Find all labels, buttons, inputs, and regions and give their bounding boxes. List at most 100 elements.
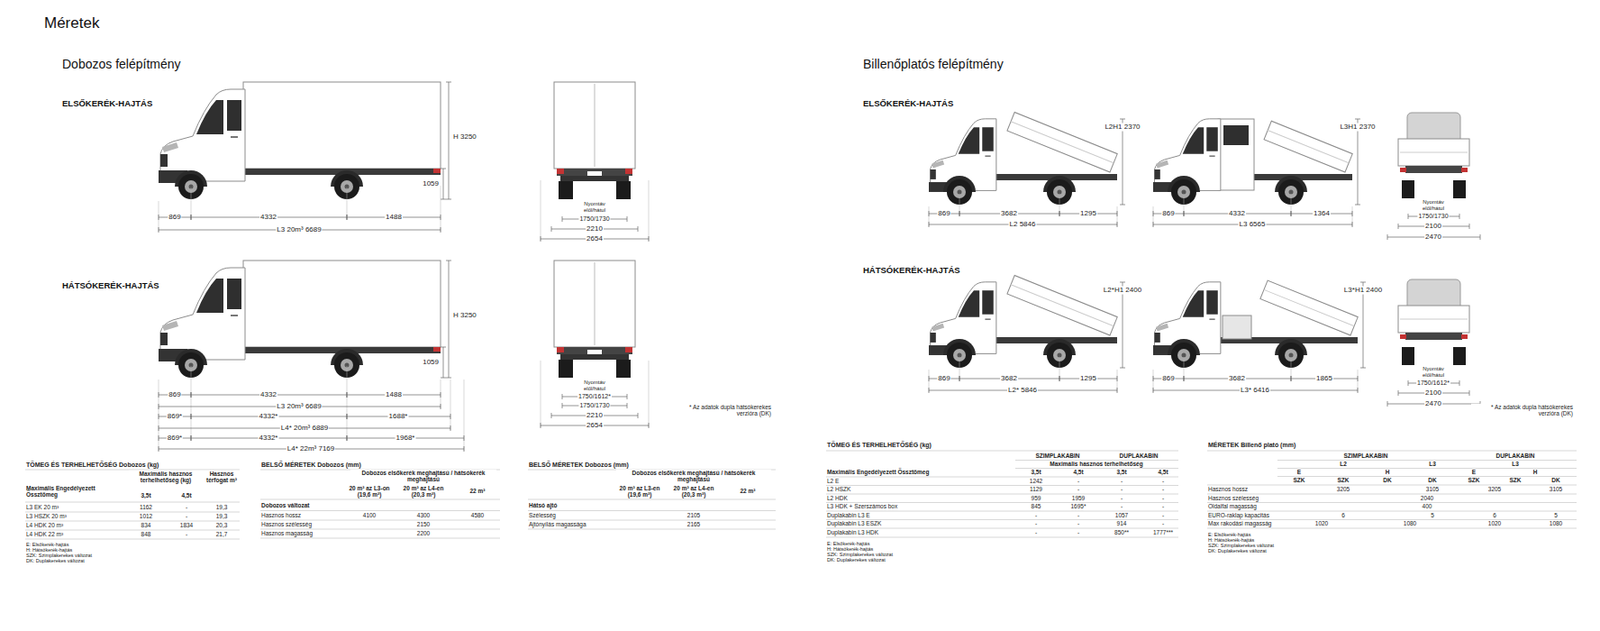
spec-label: 1488: [384, 213, 403, 222]
dimension-tick: [928, 221, 930, 228]
cargo-box: [243, 260, 441, 347]
bumper: [560, 175, 629, 182]
spec-label: 3,5t: [1029, 468, 1042, 475]
spec-label: DK: [1550, 476, 1561, 483]
spec-label: 2654: [585, 235, 604, 244]
spec-label: BELSŐ MÉRETEK Dobozos (mm): [260, 461, 363, 469]
cargo-box: [243, 81, 441, 169]
spec-label: 1750/1730: [1417, 212, 1449, 220]
dimension-tick: [346, 391, 348, 398]
dimension-tick: [1480, 234, 1482, 240]
dimension-tick: [158, 391, 160, 398]
extension-line: [158, 379, 160, 451]
dimension-tick: [1469, 223, 1471, 229]
table-rule: [826, 510, 1179, 512]
section-heading: HÁTSÓKERÉK-HAJTÁS: [61, 281, 161, 291]
table-rule: [826, 493, 1179, 495]
cargo-box: [554, 260, 636, 347]
spec-label: Szélesség: [527, 511, 557, 519]
spec-label: 2165: [686, 520, 701, 528]
spec-label: 1834: [179, 521, 194, 528]
extension-line: [440, 185, 442, 232]
dimension-tick: [1119, 281, 1126, 283]
rear-light: [625, 346, 633, 353]
spec-label: Duplakabin L3 HDK: [826, 528, 880, 536]
spec-label: DK: Duplakerekes változat: [826, 556, 887, 563]
extension-line: [346, 365, 348, 440]
dimension-tick: [1354, 204, 1361, 206]
spec-label: 3,5t: [1115, 468, 1128, 475]
rear-light: [556, 168, 564, 174]
dimension-tick: [648, 236, 650, 242]
spec-label: MÉRETEK Billenő plató (mm): [1207, 441, 1297, 449]
door-handle: [230, 314, 238, 317]
spec-label: 3682: [1000, 209, 1019, 219]
dimension-tick: [540, 422, 542, 428]
dimension-tick: [1352, 210, 1354, 217]
table-rule: [1207, 527, 1577, 529]
dimension-tick: [346, 413, 348, 419]
dimension-tick: [158, 227, 160, 233]
spec-label: 1750/1612*: [577, 392, 612, 400]
spec-label: 1777***: [1152, 528, 1174, 536]
spec-label: 845: [1030, 502, 1043, 510]
spec-label: Max rakodási magasság: [1207, 519, 1273, 527]
spec-label: 959: [1030, 494, 1043, 501]
spec-label: BELSŐ MÉRETEK Dobozos (mm): [527, 461, 630, 469]
spec-label: 3105: [1425, 485, 1440, 492]
spec-label: L3: [1510, 460, 1520, 467]
hub: [957, 190, 963, 195]
spec-label: -: [1034, 528, 1038, 536]
extension-line: [190, 187, 192, 219]
hub: [1289, 353, 1294, 358]
spec-label: 2105: [686, 511, 701, 519]
extension-line: [540, 180, 542, 241]
spec-label: 1020: [1487, 519, 1502, 527]
dimension-tick: [463, 445, 465, 452]
dimension-line: [1122, 281, 1124, 368]
extension-line: [463, 379, 465, 451]
dimension-tick: [346, 214, 348, 220]
table-rule: [527, 499, 776, 500]
dimension-tick: [1153, 387, 1155, 393]
dimension-tick: [1059, 375, 1061, 382]
headlight: [931, 160, 945, 169]
table-rule: [260, 528, 500, 530]
dimension-tick: [648, 422, 650, 428]
spec-label: 869: [936, 209, 951, 219]
grille: [1154, 332, 1161, 343]
extension-line: [648, 360, 650, 428]
bed-body: [1007, 275, 1118, 336]
table-rule: [260, 509, 500, 511]
spec-label: Maximális Engedélyezett Össztömeg: [25, 484, 113, 499]
spec-label: 1012: [138, 512, 154, 519]
extension-line: [346, 187, 348, 219]
extension-line: [648, 180, 650, 241]
dimension-tick: [1117, 210, 1119, 217]
hub: [1057, 353, 1063, 358]
tipper-side: [1153, 280, 1358, 368]
dimension-tick: [158, 445, 160, 452]
dimension-tick: [627, 393, 628, 400]
spec-label: L3H1 2370: [1338, 123, 1376, 132]
spec-label: 1865: [1315, 374, 1334, 383]
spec-label: H 3250: [452, 311, 478, 320]
dimension-tick: [450, 425, 452, 431]
spec-label: -: [1119, 502, 1124, 510]
dimension-line: [1122, 118, 1124, 205]
dimension-tick: [551, 226, 553, 232]
spec-label: -: [1034, 511, 1038, 519]
spec-label: L3* 6416: [1239, 386, 1271, 395]
bed-rib: [1010, 284, 1114, 327]
spec-label: 1295: [1079, 374, 1098, 383]
spec-label: Dobozos elsőkerék meghajtású / hátsókeré…: [616, 469, 772, 483]
spec-label: Hasznos hossz: [1207, 485, 1249, 492]
spec-label: -: [1119, 485, 1124, 492]
spec-label: -: [1161, 477, 1165, 484]
spec-label: -: [1161, 502, 1165, 510]
tipper-rear: [1398, 279, 1470, 365]
tool-box: [1222, 315, 1252, 339]
dimension-tick: [562, 393, 564, 400]
dimension-tick: [1153, 375, 1155, 382]
door-handle: [1209, 154, 1215, 157]
